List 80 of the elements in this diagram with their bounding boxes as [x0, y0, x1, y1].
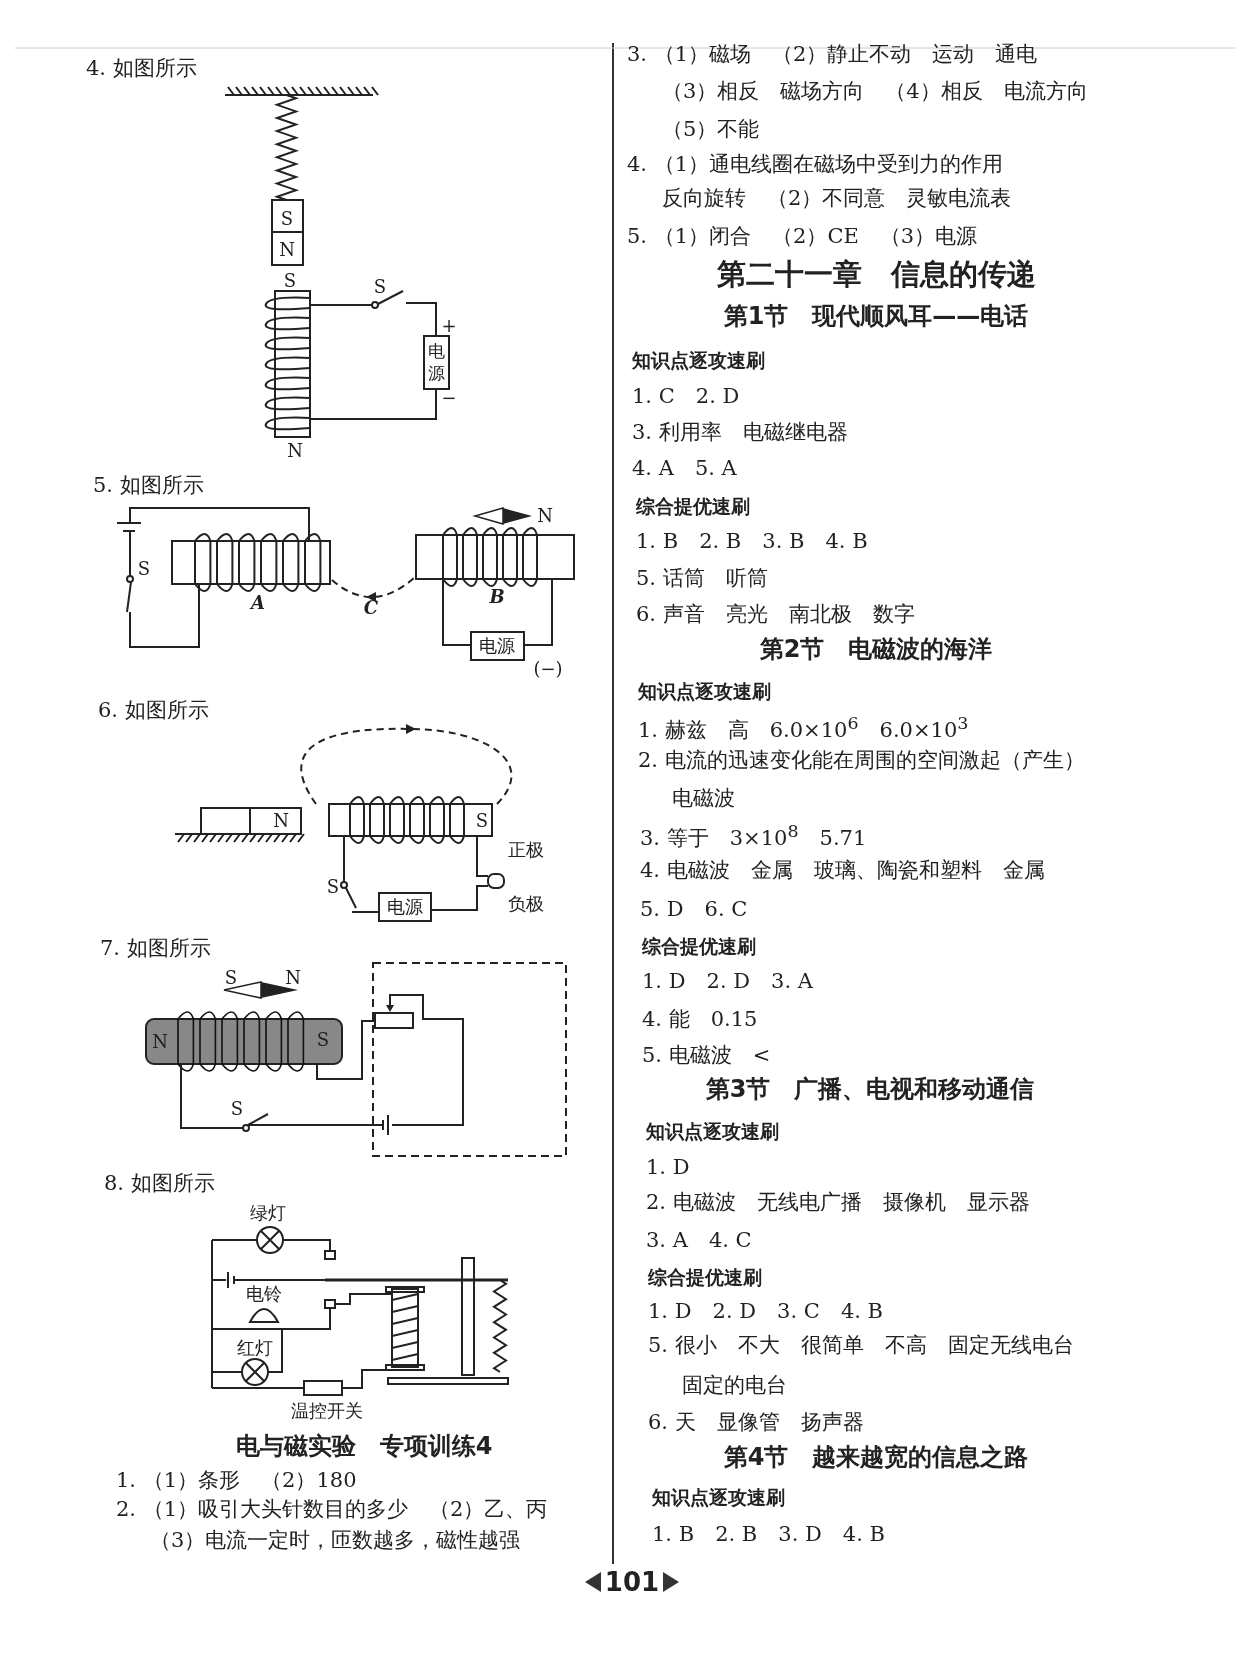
section-heading: 第1节 现代顺风耳——电话: [723, 302, 1029, 330]
answer-text: 5. 话筒 听筒: [636, 565, 768, 592]
answer-text: 1. B 2. B 3. D 4. B: [652, 1521, 885, 1548]
diagram-label: C: [363, 598, 379, 618]
subsection-heading: 知识点逐攻速刷: [632, 348, 765, 373]
diagram-label: S: [316, 1030, 330, 1050]
diagram-label: 电源: [387, 897, 423, 917]
diagram-label: S: [137, 559, 151, 579]
section-heading: 第2节 电磁波的海洋: [759, 635, 993, 663]
diagram-label: N: [152, 1032, 168, 1052]
answer-text: 4. A 5. A: [632, 455, 737, 482]
answer-text: 3. 等于 3×10$^{8}$ 5.71: [640, 819, 867, 852]
diagram-label: N: [285, 968, 301, 988]
diagram-label: S: [475, 811, 489, 831]
diagram-label: 电源: [479, 636, 515, 656]
chapter-heading: 第二十一章 信息的传递: [716, 260, 1036, 288]
subsection-heading: 知识点逐攻速刷: [646, 1119, 779, 1144]
diagram-label: (−): [533, 659, 563, 679]
answer-text: 1. B 2. B 3. B 4. B: [636, 528, 868, 555]
answer-text: 1. D 2. D 3. C 4. B: [648, 1298, 884, 1325]
answer-text: 4. （1）通电线圈在磁场中受到力的作用: [627, 151, 1004, 178]
subsection-heading: 知识点逐攻速刷: [638, 679, 771, 704]
diagram-label: S: [373, 277, 387, 297]
answer-text: 反向旋转 （2）不同意 灵敏电流表: [662, 185, 1012, 212]
diagram-label: S: [230, 1099, 244, 1119]
answer-text: 4. 能 0.15: [642, 1006, 758, 1033]
subsection-heading: 综合提优速刷: [636, 494, 750, 519]
answer-text: （3）电流一定时，匝数越多，磁性越强: [150, 1527, 521, 1554]
subsection-heading: 知识点逐攻速刷: [652, 1485, 785, 1510]
section-heading: 第4节 越来越宽的信息之路: [723, 1443, 1029, 1471]
diagram-label: B: [489, 587, 505, 607]
diagram-label: −: [441, 388, 457, 408]
answer-text: 3. 利用率 电磁继电器: [632, 419, 848, 446]
answer-text: 6. 如图所示: [98, 697, 209, 724]
answer-text: 固定的电台: [682, 1372, 787, 1399]
answer-text: 3. A 4. C: [646, 1227, 752, 1254]
answer-text: 1. D: [646, 1154, 690, 1181]
answer-text: 5. 很小 不大 很简单 不高 固定无线电台: [648, 1332, 1074, 1359]
answer-text: 1. C 2. D: [632, 383, 740, 410]
subsection-heading: 综合提优速刷: [648, 1265, 762, 1290]
diagram-label: S: [280, 209, 294, 229]
answer-text: （3）相反 磁场方向 （4）相反 电流方向: [662, 78, 1088, 105]
diagram-label: S: [224, 968, 238, 988]
answer-text: 2. 电流的迅速变化能在周围的空间激起（产生）电磁波: [638, 747, 1086, 812]
answer-text: 1. 赫兹 高 6.0×10$^{6}$ 6.0×10$^{3}$: [638, 711, 969, 744]
diagram-label: 正极: [508, 840, 544, 860]
diagram-label: 绿灯: [250, 1203, 286, 1223]
answer-text: 4. 如图所示: [86, 55, 197, 82]
diagram-label: A: [251, 593, 265, 613]
answer-text: 6. 声音 亮光 南北极 数字: [636, 601, 915, 628]
section-heading: 电与磁实验 专项训练4: [235, 1432, 493, 1460]
diagram-label: N: [279, 240, 295, 260]
answer-text: 7. 如图所示: [100, 935, 211, 962]
subsection-heading: 综合提优速刷: [642, 934, 756, 959]
answer-text: 4. 电磁波 金属 玻璃、陶瓷和塑料 金属: [640, 857, 1045, 884]
answer-text: 1. （1）条形 （2）180: [116, 1467, 357, 1494]
answer-text: 2. （1）吸引大头针数目的多少 （2）乙、丙: [116, 1496, 548, 1523]
page-number: 101: [604, 1568, 660, 1596]
answer-text: 5. 电磁波 <: [642, 1042, 771, 1069]
answer-text: 8. 如图所示: [104, 1170, 215, 1197]
diagram-label: N: [537, 506, 553, 526]
answer-text: 1. D 2. D 3. A: [642, 968, 813, 995]
diagram-label: 红灯: [237, 1338, 273, 1358]
diagram-label: 电铃: [246, 1284, 282, 1304]
diagram-label: 温控开关: [291, 1401, 363, 1421]
section-heading: 第3节 广播、电视和移动通信: [705, 1075, 1035, 1103]
diagram-label: +: [441, 316, 457, 336]
diagram-label: S: [283, 271, 297, 291]
answer-text: 2. 电磁波 无线电广播 摄像机 显示器: [646, 1189, 1030, 1216]
diagram-label: S: [326, 877, 340, 897]
diagram-label: 负极: [508, 894, 544, 914]
diagram-label: N: [287, 441, 303, 461]
answer-text: 5. D 6. C: [640, 896, 748, 923]
answer-text: 5. 如图所示: [93, 472, 204, 499]
answer-text: 5. （1）闭合 （2）CE （3）电源: [627, 223, 978, 250]
diagram-label: 电源: [428, 340, 446, 384]
answer-text: （5）不能: [662, 116, 760, 143]
diagram-label: N: [273, 811, 289, 831]
answer-text: 3. （1）磁场 （2）静止不动 运动 通电: [627, 41, 1038, 68]
answer-text: 6. 天 显像管 扬声器: [648, 1409, 864, 1436]
